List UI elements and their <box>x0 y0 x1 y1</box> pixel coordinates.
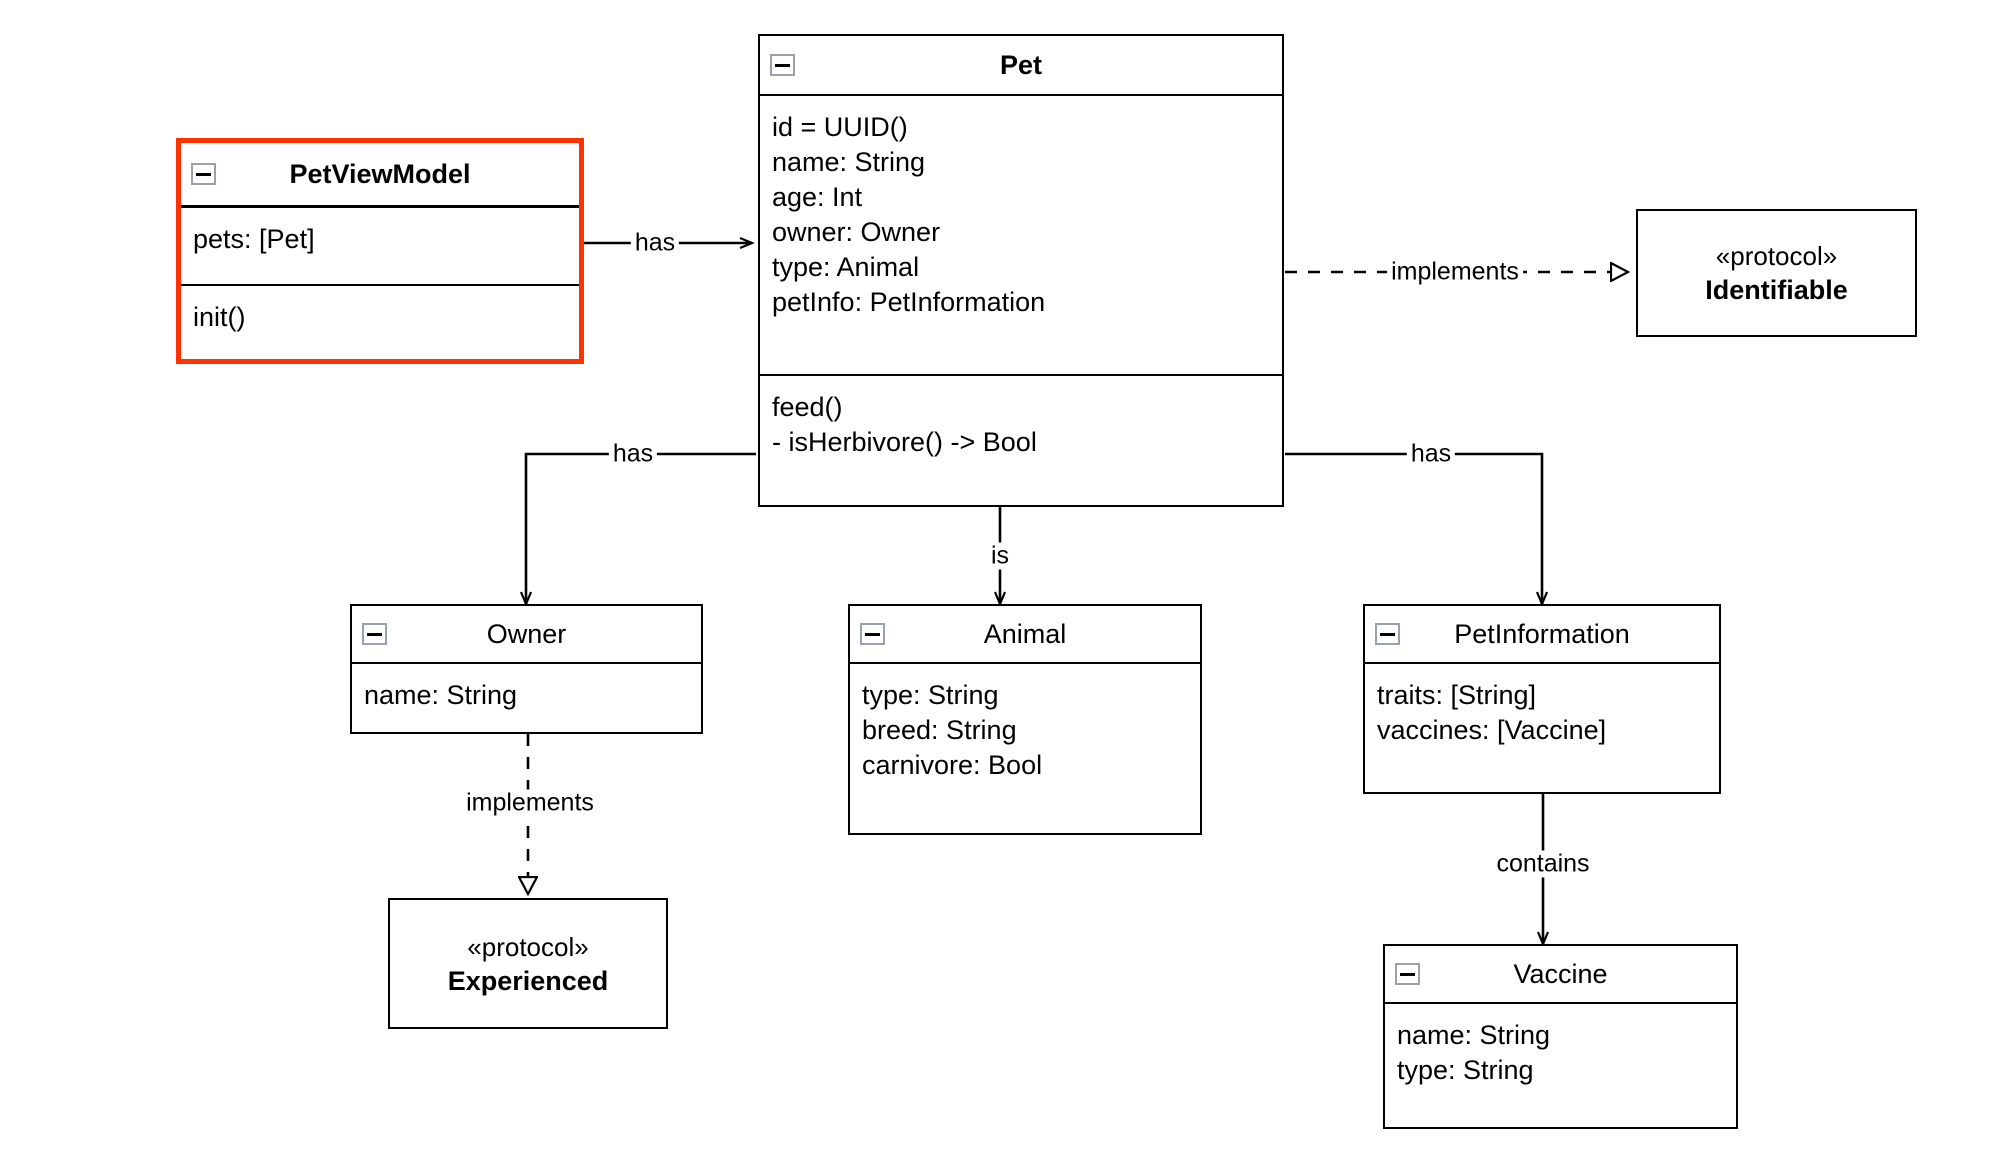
edge-label-pet-to-animal: is <box>986 542 1014 570</box>
edge-label-pet-to-identifiable: implements <box>1387 258 1523 286</box>
class-box-petviewmodel[interactable]: PetViewModel pets: [Pet] init() <box>176 138 584 364</box>
protocol-box-experienced[interactable]: «protocol» Experienced <box>388 898 668 1029</box>
attribute-row: name: String <box>1397 1020 1551 1050</box>
collapse-minus-icon[interactable] <box>1375 623 1400 645</box>
class-title-vaccine: Vaccine <box>1513 958 1608 989</box>
class-methods-pet: feed() - isHerbivore() -> Bool <box>760 374 1282 505</box>
collapse-minus-icon[interactable] <box>770 54 795 76</box>
class-header-petviewmodel: PetViewModel <box>181 143 579 208</box>
attribute-row: pets: [Pet] <box>193 224 315 254</box>
class-title-animal: Animal <box>983 618 1067 649</box>
class-box-vaccine[interactable]: Vaccine name: String type: String <box>1383 944 1738 1129</box>
class-header-animal: Animal <box>850 606 1200 664</box>
class-attributes-petinformation: traits: [String] vaccines: [Vaccine] <box>1365 664 1719 792</box>
stereotype-label: «protocol» <box>467 931 589 962</box>
attribute-row: type: String <box>1397 1055 1534 1085</box>
class-box-owner[interactable]: Owner name: String <box>350 604 703 734</box>
attribute-row: owner: Owner <box>772 217 941 247</box>
protocol-box-identifiable[interactable]: «protocol» Identifiable <box>1636 209 1917 337</box>
class-header-pet: Pet <box>760 36 1282 96</box>
attribute-row: breed: String <box>862 715 1017 745</box>
class-box-pet[interactable]: Pet id = UUID() name: String age: Int ow… <box>758 34 1284 507</box>
edge-label-pet-to-petinformation: has <box>1406 440 1456 468</box>
class-box-animal[interactable]: Animal type: String breed: String carniv… <box>848 604 1202 835</box>
attribute-row: name: String <box>772 147 926 177</box>
attribute-row: type: String <box>862 680 999 710</box>
class-header-petinformation: PetInformation <box>1365 606 1719 664</box>
method-row: feed() <box>772 392 843 422</box>
edge-label-owner-to-experienced: implements <box>462 789 598 817</box>
method-row: init() <box>193 302 246 332</box>
class-attributes-vaccine: name: String type: String <box>1385 1004 1736 1127</box>
class-attributes-petviewmodel: pets: [Pet] <box>181 208 579 284</box>
class-attributes-owner: name: String <box>352 664 701 732</box>
protocol-title-identifiable: Identifiable <box>1705 275 1848 305</box>
class-box-petinformation[interactable]: PetInformation traits: [String] vaccines… <box>1363 604 1721 794</box>
class-header-owner: Owner <box>352 606 701 664</box>
edge-label-petinformation-to-vaccine: contains <box>1492 850 1594 878</box>
collapse-minus-icon[interactable] <box>191 163 216 185</box>
attribute-row: name: String <box>364 680 518 710</box>
stereotype-label: «protocol» <box>1715 241 1838 271</box>
attribute-row: vaccines: [Vaccine] <box>1377 715 1607 745</box>
class-attributes-animal: type: String breed: String carnivore: Bo… <box>850 664 1200 833</box>
edge-label-viewmodel-to-pet: has <box>630 229 680 257</box>
collapse-minus-icon[interactable] <box>860 623 885 645</box>
class-title-petinformation: PetInformation <box>1454 618 1630 649</box>
class-title-petviewmodel: PetViewModel <box>289 158 471 189</box>
edge-label-pet-to-owner: has <box>608 440 658 468</box>
class-header-vaccine: Vaccine <box>1385 946 1736 1004</box>
attribute-row: id = UUID() <box>772 112 908 142</box>
class-title-owner: Owner <box>486 618 567 649</box>
attribute-row: age: Int <box>772 182 863 212</box>
attribute-row: traits: [String] <box>1377 680 1537 710</box>
class-methods-petviewmodel: init() <box>181 284 579 360</box>
class-title-pet: Pet <box>999 49 1043 80</box>
collapse-minus-icon[interactable] <box>1395 963 1420 985</box>
class-attributes-pet: id = UUID() name: String age: Int owner:… <box>760 96 1282 374</box>
attribute-row: carnivore: Bool <box>862 750 1043 780</box>
attribute-row: petInfo: PetInformation <box>772 287 1046 317</box>
method-row: - isHerbivore() -> Bool <box>772 427 1037 457</box>
attribute-row: type: Animal <box>772 252 920 282</box>
collapse-minus-icon[interactable] <box>362 623 387 645</box>
protocol-title-experienced: Experienced <box>447 965 609 996</box>
